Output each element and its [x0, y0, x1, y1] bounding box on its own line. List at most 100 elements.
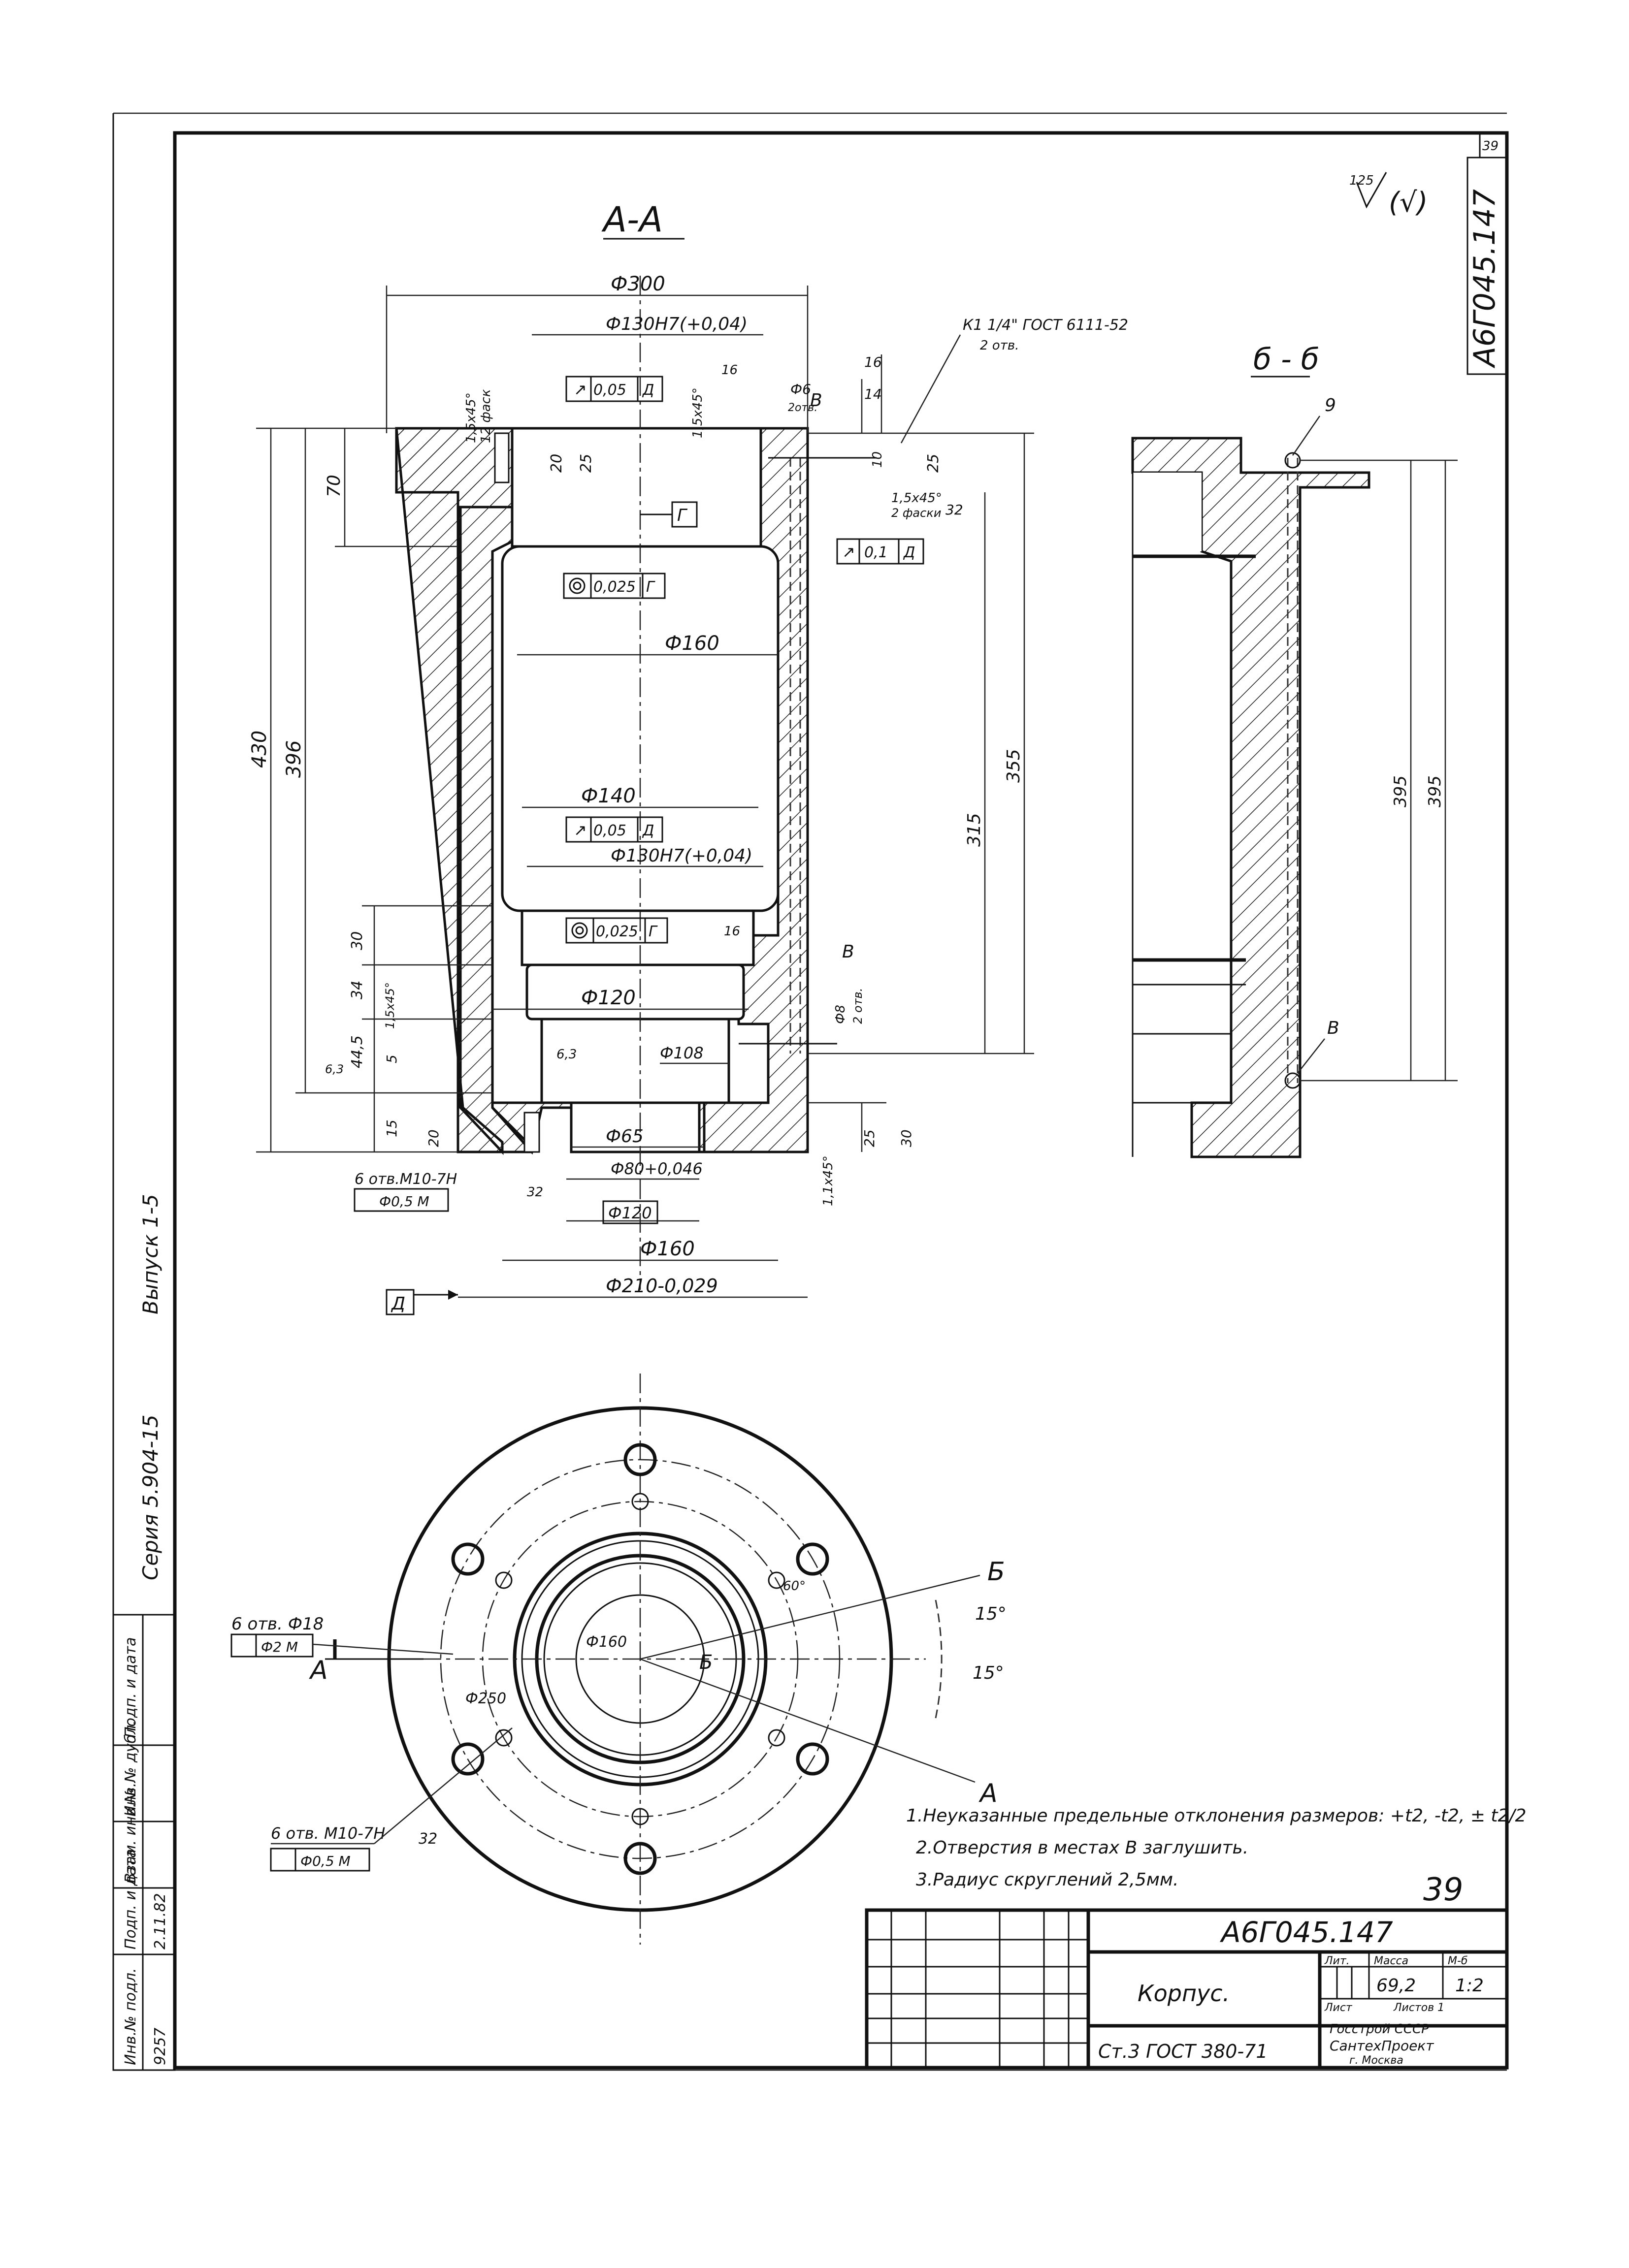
vertical-drawing-code: А6Г045.147	[1467, 189, 1502, 369]
note-2: 2.Отверстия в местах В заглушить.	[916, 1838, 1248, 1858]
dim-h355: 355	[1004, 749, 1024, 783]
dim-d120: Ф120	[581, 987, 636, 1009]
stamp-date-value: 2.11.82	[152, 1893, 169, 1949]
dim-h5: 5	[384, 1054, 400, 1063]
rough-16-top: 16	[721, 363, 738, 378]
dim-two-holes: 2отв.	[788, 402, 817, 414]
title-name: Корпус.	[1138, 1980, 1230, 2007]
svg-text:0,05: 0,05	[593, 822, 626, 839]
svg-text:Д: Д	[642, 822, 654, 839]
v-mark-top: В	[810, 390, 822, 411]
base-g: Г	[677, 506, 688, 525]
dim-d160-mid: Ф160	[665, 632, 719, 655]
dim-d300: Ф300	[611, 273, 665, 295]
sheet-label: Лист	[1324, 2002, 1353, 2014]
dim-d65: Ф65	[606, 1126, 644, 1147]
chamfer-left: 1,5х45°	[464, 392, 479, 443]
thread-top: К1 1/4" ГОСТ 6111-52	[963, 317, 1128, 334]
coax-frame-2: 0,025 Г	[565, 917, 668, 944]
notes: 1.Неуказанные предельные отклонения разм…	[906, 1806, 1526, 1908]
rough-16-mid: 16	[724, 924, 740, 939]
angle-15-top: 15°	[975, 1604, 1007, 1624]
bolt-holes	[451, 1443, 829, 1875]
svg-text:(√): (√)	[1389, 187, 1428, 219]
body-section	[395, 276, 877, 1290]
phi8: Ф8	[833, 1005, 848, 1024]
page-number: 39	[1423, 1872, 1463, 1908]
dim-h44-5: 44,5	[349, 1035, 366, 1068]
dim-h70: 70	[324, 475, 344, 497]
coaxiality-icon-2	[571, 922, 588, 939]
stamp-inv-no: Инв.№ подл.	[122, 1968, 139, 2065]
cut-a-left: А	[309, 1656, 328, 1685]
v-holes: 2 отв.	[851, 988, 865, 1024]
chamfer-mid: 1,5х45°	[690, 387, 705, 438]
dim-h15: 15	[384, 1119, 400, 1137]
chamfer-right: 1,5х45°	[891, 491, 942, 506]
svg-text:0,05: 0,05	[593, 382, 626, 399]
runout-icon-2: ↗	[574, 821, 587, 839]
dim-d80: Ф80+0,046	[611, 1159, 703, 1178]
coax-frame-1: 0,025 Г	[563, 573, 666, 599]
mass-value: 69,2	[1376, 1976, 1416, 1996]
roughness-general-icon: 125 (√)	[1349, 172, 1428, 219]
svg-text:Г: Г	[646, 578, 655, 596]
svg-text:Д: Д	[903, 544, 915, 561]
rough-63: 6,3	[556, 1047, 577, 1062]
svg-text:0,025: 0,025	[593, 578, 636, 596]
series-label: Серия 5.904-15	[138, 1414, 163, 1580]
rough-32-bottom: 32	[527, 1185, 543, 1200]
dim-d160-bot: Ф160	[640, 1238, 695, 1260]
dim-v10: 10	[870, 451, 885, 468]
title-code: А6Г045.147	[1219, 1916, 1393, 1949]
dim-h30b: 30	[898, 1129, 914, 1147]
dim-v25r: 25	[925, 454, 942, 473]
tol-18: Ф2 М	[261, 1639, 298, 1655]
dim-phi6: Ф6	[790, 381, 811, 397]
dim-d210: Ф210-0,029	[606, 1275, 718, 1297]
base-d: Д	[391, 1294, 405, 1314]
corner-number: 39	[1482, 139, 1499, 154]
rough-32-plan: 32	[419, 1830, 437, 1848]
stamp-replace-inv: Взам. инв.№	[122, 1788, 139, 1883]
tol-bottom: Ф0,5 М	[379, 1193, 429, 1210]
holes-m10: 6 отв. М10-7Н	[271, 1824, 385, 1843]
angle-60: 60°	[783, 1579, 806, 1594]
stamp-inv-value: 9257	[152, 2028, 169, 2065]
cut-a-right: А	[978, 1779, 998, 1808]
dim-d140: Ф140	[581, 785, 636, 807]
note-1: 1.Неуказанные предельные отклонения разм…	[906, 1806, 1526, 1826]
runout-icon-3: ↗	[842, 543, 855, 561]
side-stamp: Инв.№ подл. Подп. и дата Взам. инв.№ Инв…	[112, 1194, 176, 2071]
title-block: А6Г045.147 Корпус. Ст.3 ГОСТ 380-71 Лит.…	[865, 1908, 1509, 2070]
mark-b: В	[1327, 1018, 1339, 1038]
scale-value: 1:2	[1455, 1976, 1484, 1996]
runout-icon: ↗	[574, 380, 587, 399]
chamfer-lower: 1,5х45°	[383, 982, 397, 1029]
tol-m10: Ф0,5 М	[300, 1853, 351, 1869]
stamp-sign-date: Подп. и дата	[122, 1849, 139, 1949]
dim-d108: Ф108	[660, 1044, 704, 1062]
stamp-sign-date-2: Подп. и дата	[122, 1637, 139, 1738]
runout-frame-1: ↗ 0,05 Д	[565, 376, 663, 402]
header-scale: М-б	[1448, 1955, 1468, 1967]
dim-h25b: 25	[861, 1129, 878, 1147]
dim-d250: Ф250	[465, 1690, 506, 1707]
org-3: г. Москва	[1349, 2054, 1403, 2067]
dim-d160-plan: Ф160	[586, 1633, 627, 1651]
section-b-b: б - б 395 395 9 В	[1131, 342, 1458, 1158]
dim-v14: 14	[864, 386, 882, 402]
dim-h34: 34	[349, 981, 366, 999]
dim-h25: 25	[578, 454, 595, 473]
note-3: 3.Радиус скруглений 2,5мм.	[916, 1870, 1179, 1890]
holes-bottom: 6 отв.М10-7Н	[355, 1171, 457, 1188]
dim-h315: 315	[964, 813, 984, 847]
title-material: Ст.3 ГОСТ 380-71	[1098, 2041, 1268, 2062]
dim-d130-bot: Ф130Н7(+0,04)	[611, 846, 752, 866]
angle-15-bottom: 15°	[973, 1663, 1004, 1683]
tolerance-frames: ↗ 0,05 Д 0,025 Г ↗ 0,05 Д	[563, 376, 924, 944]
rough-63-left: 6,3	[325, 1062, 344, 1076]
holes-18: 6 отв. Ф18	[231, 1614, 324, 1634]
section-a-a: А-А	[248, 199, 1128, 1315]
